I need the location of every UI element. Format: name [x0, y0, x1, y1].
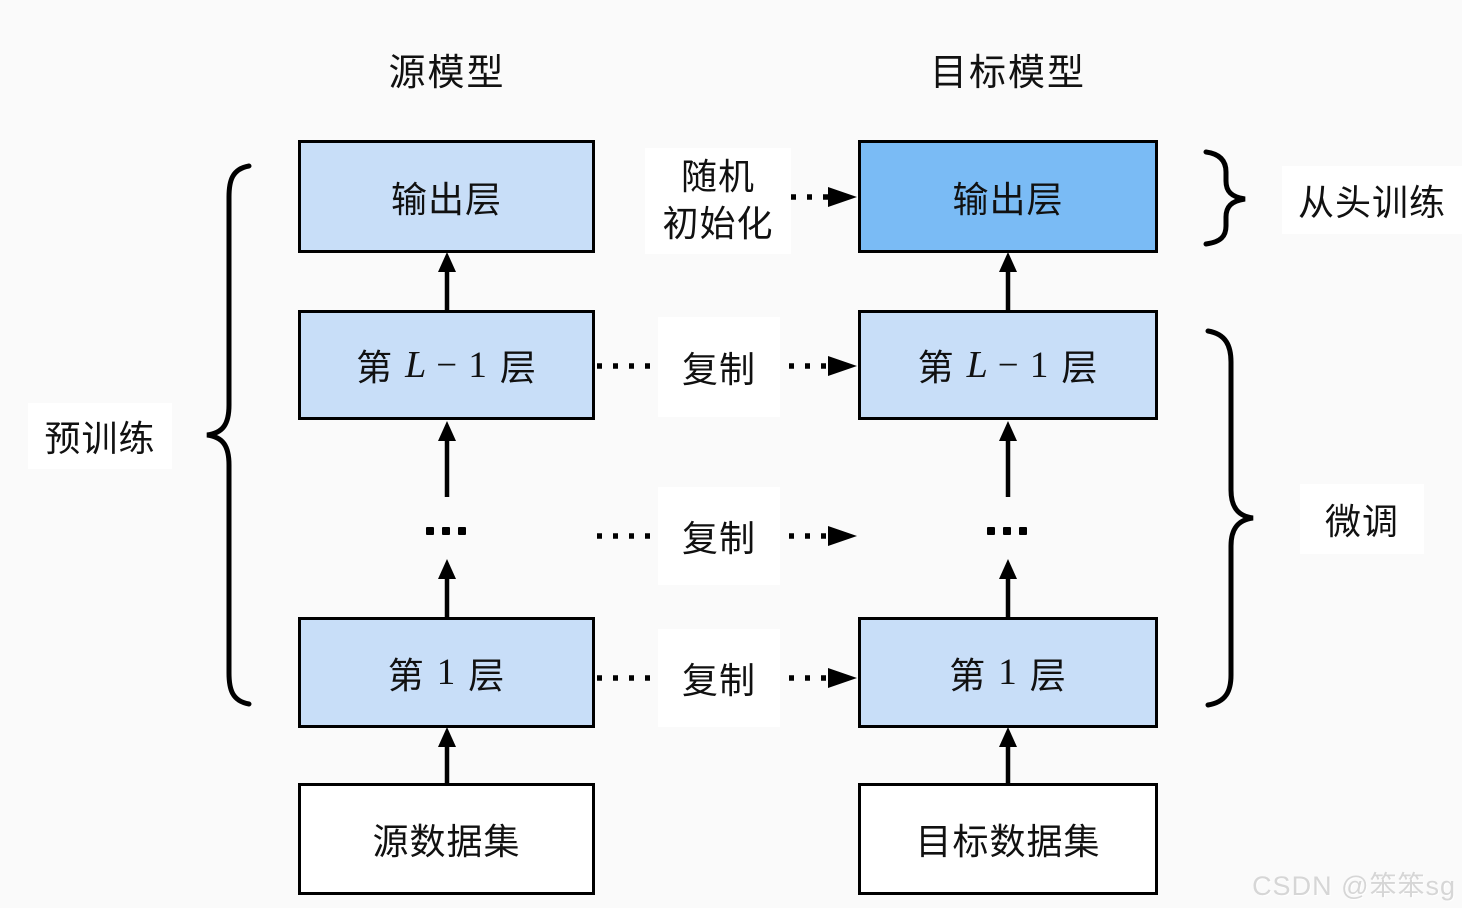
layer-suffix: 层 [1061, 347, 1099, 388]
random-init-line2: 初始化 [662, 203, 774, 244]
layer-prefix: 第 [356, 347, 394, 388]
target-ellipsis [987, 527, 1027, 535]
layer-suffix: 层 [1029, 654, 1067, 696]
layer-number: 1 [436, 652, 457, 693]
target-output-layer-box: 输出层 [858, 140, 1158, 253]
layer-prefix: 第 [917, 347, 955, 388]
pretrain-label: 预训练 [28, 403, 172, 469]
dashed-copy-arrows [597, 194, 829, 681]
target-up-arrows [999, 252, 1017, 783]
source-ellipsis [426, 527, 466, 535]
dashed-arrowheads [828, 187, 857, 688]
copy-label-bottom: 复制 [658, 629, 780, 727]
copy-label-top: 复制 [658, 317, 780, 417]
layer-number: 1 [998, 652, 1018, 693]
pretrain-brace [206, 163, 252, 707]
finetune-brace [1205, 328, 1254, 708]
random-init-line1: 随机 [680, 156, 755, 198]
source-layer-l-minus-1-box: 第 L − 1 层 [298, 310, 595, 420]
source-dataset-box: 源数据集 [298, 783, 595, 895]
source-model-title: 源模型 [388, 52, 506, 93]
random-init-label: 随机 初始化 [645, 148, 791, 254]
target-layer-1-box: 第 1 层 [858, 617, 1158, 728]
target-layer-l-minus-1-box: 第 L − 1 层 [858, 310, 1158, 420]
layer-suffix: 层 [499, 347, 537, 388]
target-dataset-box: 目标数据集 [858, 783, 1158, 895]
layer-variable: L [405, 344, 428, 386]
train-from-scratch-brace [1203, 149, 1246, 247]
target-dataset-label: 目标数据集 [915, 821, 1101, 862]
finetune-label: 微调 [1300, 484, 1424, 554]
source-dataset-label: 源数据集 [372, 821, 521, 862]
copy-label-middle: 复制 [658, 487, 780, 585]
layer-offset: − 1 [436, 344, 488, 386]
csdn-watermark: CSDN @笨笨sg [1252, 871, 1456, 901]
source-up-arrows [438, 252, 456, 783]
target-output-layer-label: 输出层 [952, 178, 1064, 220]
source-layer-1-box: 第 1 层 [298, 617, 595, 728]
train-from-scratch-label: 从头训练 [1282, 166, 1462, 234]
layer-prefix: 第 [387, 654, 425, 696]
layer-variable: L [966, 344, 989, 386]
source-output-layer-label: 输出层 [390, 178, 502, 220]
target-model-title: 目标模型 [930, 52, 1086, 93]
layer-suffix: 层 [468, 654, 506, 696]
layer-prefix: 第 [949, 654, 987, 696]
source-output-layer-box: 输出层 [298, 140, 595, 253]
layer-offset: − 1 [997, 344, 1050, 386]
